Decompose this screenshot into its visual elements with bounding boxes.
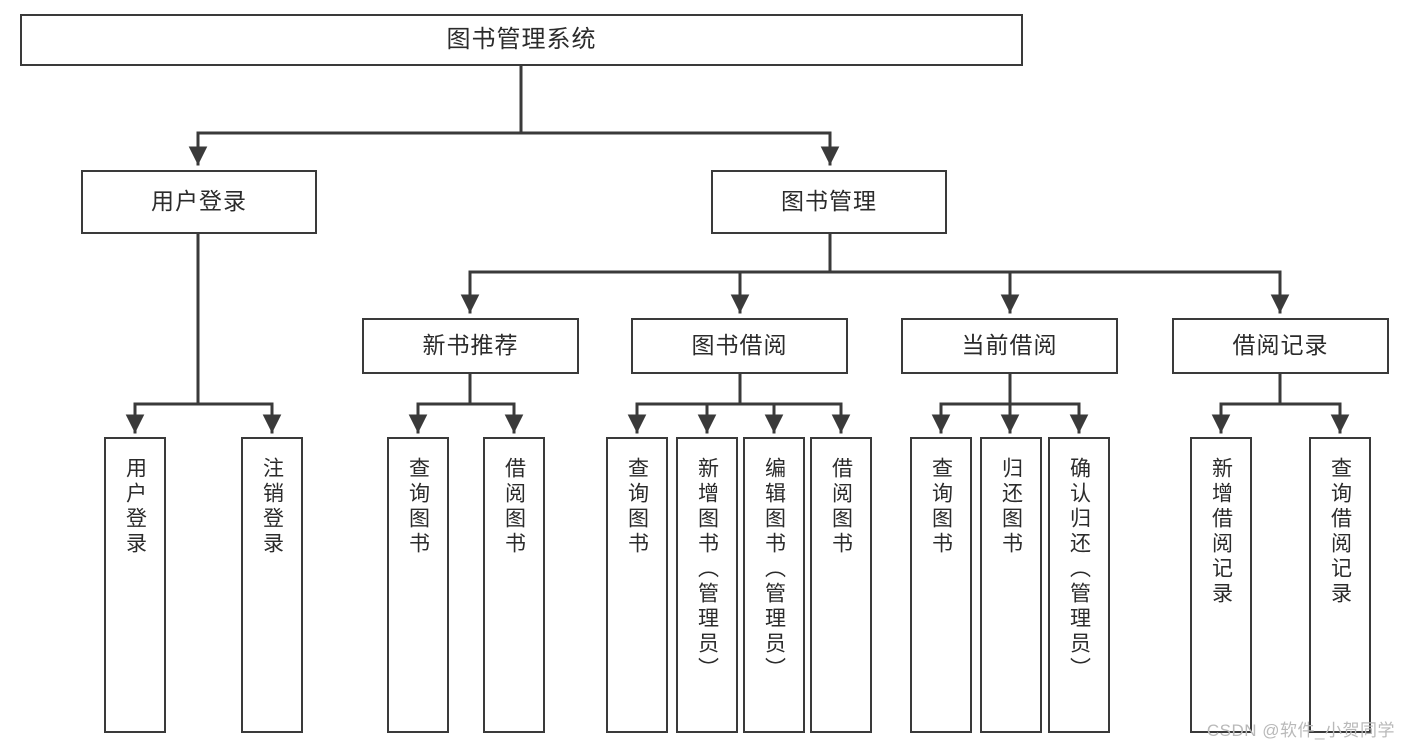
node-label: 图书借阅 [691,332,788,359]
node-label: 归还图书 [999,457,1023,557]
node-current-borrow[interactable]: 当前借阅 [901,318,1118,374]
node-label: 确认归还（管理员） [1067,457,1091,682]
leaf-current-borrow-query[interactable]: 查询图书 [910,437,972,733]
node-label: 用户登录 [123,457,147,557]
node-book-borrow[interactable]: 图书借阅 [631,318,848,374]
node-new-book-recommend[interactable]: 新书推荐 [362,318,579,374]
leaf-borrow-record-add[interactable]: 新增借阅记录 [1190,437,1252,733]
node-label: 查询图书 [406,457,430,557]
node-borrow-record[interactable]: 借阅记录 [1172,318,1389,374]
node-label: 借阅图书 [829,457,853,557]
node-label: 当前借阅 [961,332,1058,359]
leaf-new-book-borrow[interactable]: 借阅图书 [483,437,545,733]
leaf-book-borrow-borrow[interactable]: 借阅图书 [810,437,872,733]
leaf-current-borrow-return[interactable]: 归还图书 [980,437,1042,733]
node-label: 图书管理系统 [446,25,597,53]
node-user-login[interactable]: 用户登录 [81,170,317,234]
node-label: 新书推荐 [422,332,519,359]
node-book-management[interactable]: 图书管理 [711,170,947,234]
leaf-new-book-query[interactable]: 查询图书 [387,437,449,733]
node-label: 新增图书（管理员） [695,457,719,682]
node-label: 查询图书 [625,457,649,557]
leaf-user-login-signout[interactable]: 注销登录 [241,437,303,733]
node-label: 借阅图书 [502,457,526,557]
node-label: 注销登录 [260,457,284,557]
node-label: 用户登录 [151,188,247,215]
leaf-current-borrow-confirm-return[interactable]: 确认归还（管理员） [1048,437,1110,733]
csdn-watermark: CSDN @软件_小贺同学 [1206,721,1395,740]
leaf-book-borrow-query[interactable]: 查询图书 [606,437,668,733]
leaf-borrow-record-query[interactable]: 查询借阅记录 [1309,437,1371,733]
leaf-book-borrow-add[interactable]: 新增图书（管理员） [676,437,738,733]
node-label: 编辑图书（管理员） [762,457,786,682]
node-root-book-management-system[interactable]: 图书管理系统 [20,14,1023,66]
node-label: 图书管理 [781,188,877,215]
leaf-book-borrow-edit[interactable]: 编辑图书（管理员） [743,437,805,733]
node-label: 借阅记录 [1232,332,1329,359]
node-label: 新增借阅记录 [1209,457,1233,607]
node-label: 查询借阅记录 [1328,457,1352,607]
node-label: 查询图书 [929,457,953,557]
leaf-user-login-signin[interactable]: 用户登录 [104,437,166,733]
